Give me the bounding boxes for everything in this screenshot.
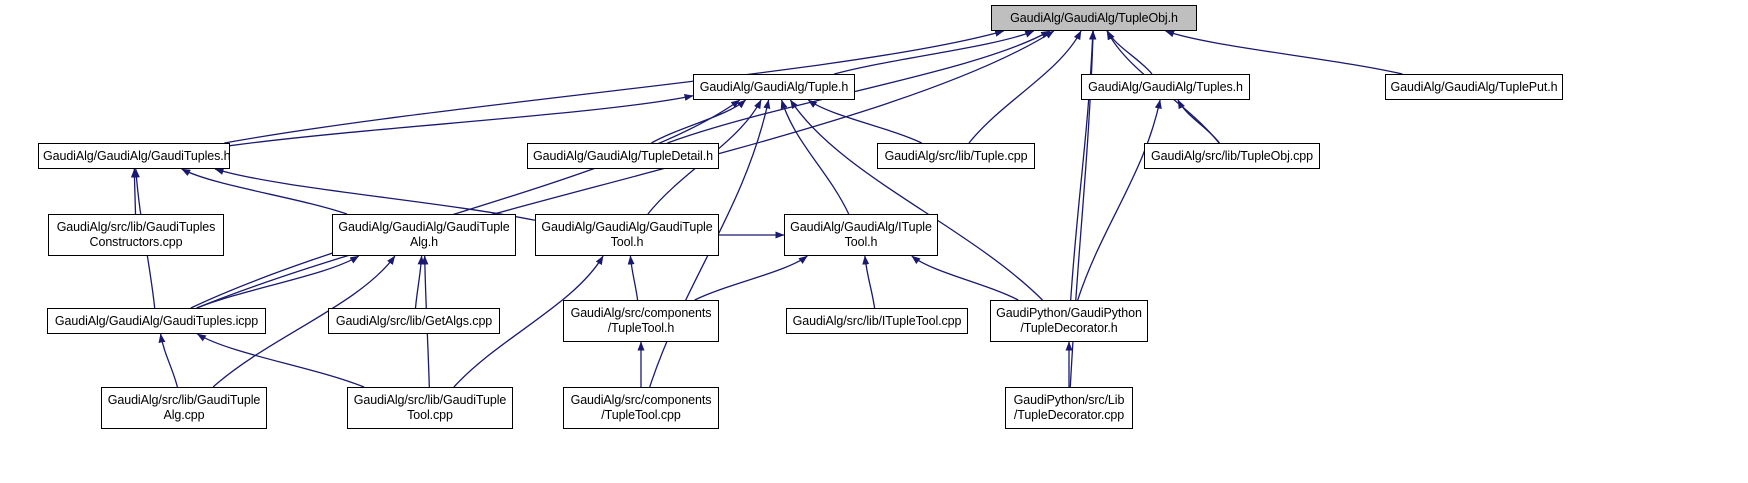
graph-node-label: GaudiAlg/GaudiAlg/TuplePut.h bbox=[1390, 79, 1558, 94]
graph-edge-tupleobj_cpp-to-tuples bbox=[1177, 99, 1221, 144]
graph-node-gaudituples_h[interactable]: GaudiAlg/GaudiAlg/GaudiTuples.h bbox=[38, 143, 231, 169]
graph-node-label: GaudiAlg/GaudiAlg/GaudiTuples.h bbox=[43, 148, 231, 163]
graph-node-comp_tupletool_h[interactable]: GaudiAlg/src/components /TupleTool.h bbox=[563, 300, 719, 342]
graph-node-tupleobj_cpp[interactable]: GaudiAlg/src/lib/TupleObj.cpp bbox=[1144, 143, 1320, 169]
graph-edge-getalgs_cpp-to-gaudituplealg_h bbox=[414, 255, 425, 309]
graph-edge-gaudituples_h-to-tupleobj bbox=[224, 29, 1005, 144]
graph-edge-gaudituples_h-to-tuple bbox=[229, 94, 694, 147]
graph-node-tuple_cpp[interactable]: GaudiAlg/src/lib/Tuple.cpp bbox=[877, 143, 1035, 169]
graph-node-gaudituplealg_cpp[interactable]: GaudiAlg/src/lib/GaudiTuple Alg.cpp bbox=[101, 387, 267, 429]
graph-node-label: GaudiAlg/src/components /TupleTool.h bbox=[570, 306, 712, 335]
graph-node-label: GaudiAlg/GaudiAlg/TupleDetail.h bbox=[533, 148, 713, 163]
graph-edge-tuple_cpp-to-tupleobj bbox=[968, 30, 1082, 144]
graph-edge-tupledecorator_h-to-tuples bbox=[1077, 99, 1162, 301]
graph-edge-gaudituplealg_h-to-gaudituples_h bbox=[181, 168, 348, 215]
graph-node-label: GaudiAlg/src/lib/GaudiTuples Constructor… bbox=[56, 220, 216, 249]
graph-edge-gtconstructors_cpp-to-gaudituples_h bbox=[130, 168, 138, 215]
graph-edge-tupledecorator_h-to-tuple bbox=[789, 99, 1043, 301]
graph-node-label: GaudiPython/GaudiPython /TupleDecorator.… bbox=[996, 306, 1142, 335]
graph-node-label: GaudiAlg/GaudiAlg/GaudiTuple Alg.h bbox=[338, 220, 510, 249]
graph-node-label: GaudiAlg/src/lib/GaudiTuple Tool.cpp bbox=[353, 393, 507, 422]
graph-node-tupledetail[interactable]: GaudiAlg/GaudiAlg/TupleDetail.h bbox=[527, 143, 719, 169]
graph-node-comp_tupletool_cpp[interactable]: GaudiAlg/src/components /TupleTool.cpp bbox=[563, 387, 719, 429]
graph-node-tupleput[interactable]: GaudiAlg/GaudiAlg/TuplePut.h bbox=[1385, 74, 1563, 100]
graph-node-gauditupletool_h[interactable]: GaudiAlg/GaudiAlg/GaudiTuple Tool.h bbox=[535, 214, 719, 256]
graph-node-gtconstructors_cpp[interactable]: GaudiAlg/src/lib/GaudiTuples Constructor… bbox=[48, 214, 224, 256]
graph-edge-ituptool_h-to-tuple bbox=[780, 99, 850, 215]
graph-edge-gaudituplealg_cpp-to-gaudituples_icpp bbox=[158, 333, 179, 388]
graph-edge-gaudituples_icpp-to-gaudituplealg_h bbox=[196, 255, 360, 309]
graph-node-tuple[interactable]: GaudiAlg/GaudiAlg/Tuple.h bbox=[693, 74, 855, 100]
graph-edge-tupledecorator_h-to-ituptool_h bbox=[911, 255, 1019, 301]
graph-edge-tupledetail-to-tuple bbox=[651, 99, 747, 144]
graph-node-tupledecorator_h[interactable]: GaudiPython/GaudiPython /TupleDecorator.… bbox=[990, 300, 1148, 342]
graph-edge-comp_tupletool_h-to-gauditupletool_h bbox=[627, 255, 639, 301]
graph-edge-tuple-to-tupleobj bbox=[834, 30, 1035, 75]
graph-node-label: GaudiAlg/GaudiAlg/Tuples.h bbox=[1088, 79, 1243, 94]
graph-node-tupleobj[interactable]: GaudiAlg/GaudiAlg/TupleObj.h bbox=[991, 5, 1197, 31]
graph-edge-gaudituples_icpp-to-tupleobj bbox=[196, 30, 1055, 309]
graph-node-itupletool_cpp[interactable]: GaudiAlg/src/lib/ITupleTool.cpp bbox=[786, 308, 968, 334]
graph-node-ituptool_h[interactable]: GaudiAlg/GaudiAlg/ITuple Tool.h bbox=[784, 214, 938, 256]
graph-edge-comp_tupletool_h-to-ituptool_h bbox=[694, 255, 808, 301]
graph-node-label: GaudiAlg/GaudiAlg/Tuple.h bbox=[699, 79, 849, 94]
graph-node-label: GaudiAlg/GaudiAlg/ITuple Tool.h bbox=[790, 220, 932, 249]
graph-edge-gauditupletool_cpp-to-gaudituples_icpp bbox=[196, 333, 365, 388]
graph-edge-tuples-to-tupleobj bbox=[1106, 30, 1153, 75]
graph-node-gauditupletool_cpp[interactable]: GaudiAlg/src/lib/GaudiTuple Tool.cpp bbox=[347, 387, 513, 429]
graph-node-label: GaudiAlg/GaudiAlg/TupleObj.h bbox=[1010, 10, 1178, 25]
graph-node-label: GaudiAlg/GaudiAlg/GaudiTuple Tool.h bbox=[541, 220, 713, 249]
graph-node-gaudituplealg_h[interactable]: GaudiAlg/GaudiAlg/GaudiTuple Alg.h bbox=[332, 214, 516, 256]
graph-edge-tupledecorator_h-to-tupleobj bbox=[1070, 30, 1097, 301]
graph-edge-gaudituples_icpp-to-tuple bbox=[190, 99, 741, 309]
graph-node-label: GaudiAlg/src/lib/ITupleTool.cpp bbox=[792, 313, 962, 328]
graph-node-label: GaudiAlg/src/lib/TupleObj.cpp bbox=[1151, 148, 1313, 163]
graph-node-label: GaudiAlg/src/lib/Tuple.cpp bbox=[884, 148, 1028, 163]
graph-node-label: GaudiAlg/src/components /TupleTool.cpp bbox=[570, 393, 712, 422]
graph-edge-tuple_cpp-to-tuple bbox=[807, 99, 922, 144]
graph-node-tupledecorator_cpp[interactable]: GaudiPython/src/Lib /TupleDecorator.cpp bbox=[1005, 387, 1133, 429]
graph-node-label: GaudiAlg/src/lib/GaudiTuple Alg.cpp bbox=[107, 393, 261, 422]
graph-edge-gauditupletool_h-to-gaudituples_h bbox=[214, 168, 536, 221]
graph-node-gaudituples_icpp[interactable]: GaudiAlg/GaudiAlg/GaudiTuples.icpp bbox=[47, 308, 266, 334]
graph-node-getalgs_cpp[interactable]: GaudiAlg/src/lib/GetAlgs.cpp bbox=[328, 308, 500, 334]
graph-node-tuples[interactable]: GaudiAlg/GaudiAlg/Tuples.h bbox=[1081, 74, 1250, 100]
graph-node-label: GaudiAlg/GaudiAlg/GaudiTuples.icpp bbox=[54, 313, 259, 328]
graph-node-label: GaudiPython/src/Lib /TupleDecorator.cpp bbox=[1013, 393, 1125, 422]
graph-node-label: GaudiAlg/src/lib/GetAlgs.cpp bbox=[335, 313, 493, 328]
graph-edge-itupletool_cpp-to-ituptool_h bbox=[862, 255, 876, 309]
graph-edge-tupleput-to-tupleobj bbox=[1165, 30, 1403, 75]
